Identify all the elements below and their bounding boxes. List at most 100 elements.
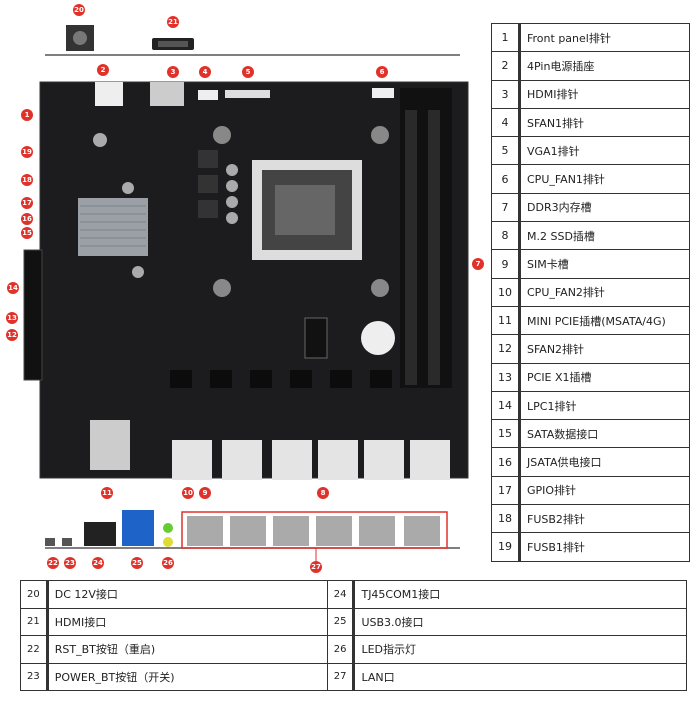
legend-label: SFAN1排针	[519, 107, 690, 138]
legend-number: 19	[491, 532, 521, 562]
callout-marker: 21	[167, 16, 179, 28]
callout-marker: 27	[310, 561, 322, 573]
legend-number: 7	[491, 192, 521, 223]
legend-label: HDMI接口	[46, 607, 328, 636]
legend-label: Front panel排针	[519, 22, 690, 53]
heatsink	[78, 198, 148, 256]
legend-number: 21	[20, 607, 49, 636]
legend-label: DDR3内存槽	[519, 192, 690, 223]
legend-number: 16	[491, 447, 521, 477]
legend-number: 6	[491, 164, 521, 194]
legend-number: 14	[491, 390, 521, 421]
legend-label: USB3.0接口	[353, 607, 687, 636]
legend-label: MINI PCIE插槽(MSATA/4G)	[519, 305, 690, 336]
legend-label: SFAN2排针	[519, 334, 690, 364]
legend-number: 18	[491, 504, 521, 534]
legend-label: CPU_FAN1排针	[519, 164, 690, 194]
legend-label: TJ45COM1接口	[353, 580, 687, 609]
callout-marker: 23	[64, 557, 76, 569]
legend-label: POWER_BT按钮（开关)	[46, 662, 328, 691]
legend-number: 1	[491, 22, 521, 53]
callout-marker: 11	[101, 487, 113, 499]
legend-label: LED指示灯	[353, 635, 687, 664]
callout-marker: 26	[162, 557, 174, 569]
legend-label: DC 12V接口	[46, 580, 328, 609]
callout-marker: 25	[131, 557, 143, 569]
legend-label: GPIO排针	[519, 475, 690, 506]
callout-marker: 4	[199, 66, 211, 78]
legend-number: 23	[20, 662, 49, 691]
legend-label: FUSB2排针	[519, 504, 690, 534]
onboard-lan-ports	[172, 440, 450, 480]
legend-number: 27	[326, 662, 356, 691]
legend-label: M.2 SSD插槽	[519, 221, 690, 251]
callout-marker: 16	[21, 213, 33, 225]
callout-marker: 7	[472, 258, 484, 270]
legend-number: 24	[326, 580, 356, 609]
callout-marker: 20	[73, 4, 85, 16]
callout-marker: 10	[182, 487, 194, 499]
callout-marker: 18	[21, 174, 33, 186]
callout-marker: 15	[21, 227, 33, 239]
callout-marker: 22	[47, 557, 59, 569]
legend-number: 22	[20, 635, 49, 664]
callout-marker: 14	[7, 282, 19, 294]
legend-number: 25	[326, 607, 356, 636]
legend-number: 3	[491, 79, 521, 109]
legend-number: 15	[491, 419, 521, 449]
callout-marker: 24	[92, 557, 104, 569]
callout-marker: 13	[6, 312, 18, 324]
legend-number: 13	[491, 362, 521, 392]
legend-label: JSATA供电接口	[519, 447, 690, 477]
legend-label: VGA1排针	[519, 136, 690, 166]
legend-number: 5	[491, 136, 521, 166]
legend-number: 4	[491, 107, 521, 138]
callout-marker: 9	[199, 487, 211, 499]
legend-number: 12	[491, 334, 521, 364]
legend-number: 11	[491, 305, 521, 336]
legend-number: 20	[20, 580, 49, 609]
legend-label: 4Pin电源插座	[519, 51, 690, 81]
callout-marker: 5	[242, 66, 254, 78]
legend-label: LAN口	[353, 662, 687, 691]
legend-label: SIM卡槽	[519, 249, 690, 279]
callout-marker: 1	[21, 109, 33, 121]
callout-marker: 12	[6, 329, 18, 341]
legend-label: LPC1排针	[519, 390, 690, 421]
callout-marker: 2	[97, 64, 109, 76]
legend-number: 26	[326, 635, 356, 664]
legend-number: 10	[491, 277, 521, 307]
legend-label: PCIE X1插槽	[519, 362, 690, 392]
callout-marker: 3	[167, 66, 179, 78]
legend-label: FUSB1排针	[519, 532, 690, 562]
callout-marker: 6	[376, 66, 388, 78]
legend-number: 9	[491, 249, 521, 279]
legend-label: SATA数据接口	[519, 419, 690, 449]
pcie-slot	[23, 249, 43, 381]
